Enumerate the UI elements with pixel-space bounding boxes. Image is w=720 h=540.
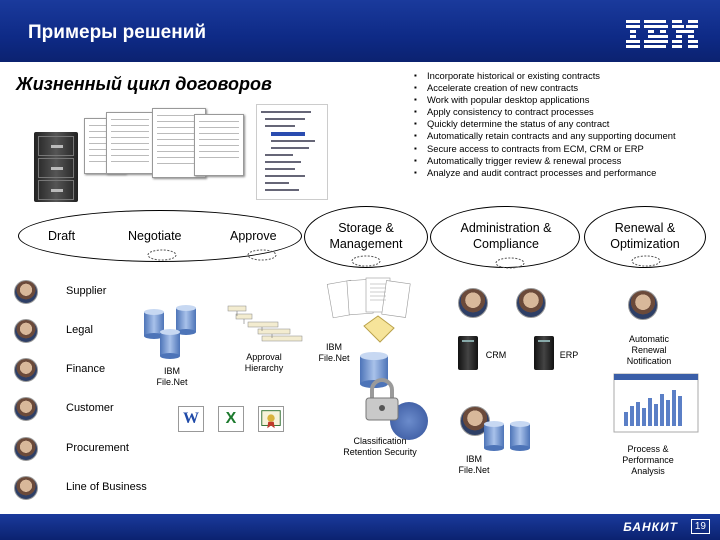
- role-finance: Finance: [14, 358, 144, 382]
- role-procurement: Procurement: [14, 437, 144, 461]
- footer-bar: БАНКИТ 19: [0, 514, 720, 540]
- bullet-item: Automatically trigger review & renewal p…: [414, 155, 714, 167]
- excel-icon: X: [218, 406, 244, 432]
- folder-tree-panel: [256, 104, 328, 200]
- person-avatar-icon: [14, 437, 38, 461]
- bullet-item: Work with popular desktop applications: [414, 94, 714, 106]
- padlock-icon: [365, 378, 399, 421]
- crm-label: CRM: [485, 350, 507, 360]
- cycle-arrows-icon: [247, 249, 277, 261]
- database-icon: [484, 421, 530, 451]
- bullet-item: Quickly determine the status of any cont…: [414, 118, 714, 130]
- ibm-filenet-label: IBM File.Net: [458, 454, 490, 475]
- storage-oval: [304, 206, 428, 268]
- bullet-item: Accelerate creation of new contracts: [414, 82, 714, 94]
- page-title: Примеры решений: [28, 22, 207, 43]
- stage-approve: Approve: [230, 229, 277, 243]
- bullet-item: Apply consistency to contract processes: [414, 106, 714, 118]
- certificate-icon: [258, 406, 284, 432]
- feature-bullet-list: Incorporate historical or existing contr…: [414, 70, 714, 179]
- classification-label: Classification Retention Security: [343, 436, 417, 457]
- footer-brand: БАНКИТ: [623, 520, 678, 534]
- person-avatar-icon: [516, 288, 546, 318]
- approval-hierarchy-diagram: [227, 305, 303, 342]
- section-subtitle: Жизненный цикл договоров: [16, 74, 272, 94]
- stage-negotiate: Negotiate: [128, 229, 182, 243]
- person-avatar-icon: [14, 476, 38, 500]
- server-icon: [458, 336, 478, 370]
- person-avatar-icon: [628, 290, 658, 320]
- header-bar: Примеры решений: [0, 0, 720, 62]
- page-number: 19: [690, 519, 710, 534]
- document-stack-icon: [326, 277, 411, 319]
- process-performance-label: Process & Performance Analysis: [622, 444, 674, 476]
- role-customer: Customer: [14, 397, 144, 421]
- admin-oval: [430, 206, 580, 268]
- role-supplier: Supplier: [14, 280, 144, 304]
- cycle-arrows-icon: [631, 255, 661, 267]
- bullet-item: Analyze and audit contract processes and…: [414, 167, 714, 179]
- person-avatar-icon: [14, 319, 38, 343]
- cycle-arrows-icon: [351, 255, 381, 267]
- bullet-item: Secure access to contracts from ECM, CRM…: [414, 143, 714, 155]
- renewal-oval: [584, 206, 706, 268]
- database-icon: [144, 305, 196, 359]
- stage-draft: Draft: [48, 229, 76, 243]
- cycle-arrows-icon: [147, 249, 177, 261]
- bullet-item: Automatically retain contracts and any s…: [414, 130, 714, 142]
- word-icon: W: [178, 406, 204, 432]
- stage-admin: Administration & Compliance: [460, 221, 552, 251]
- server-icon: [534, 336, 554, 370]
- stage-storage: Storage & Management: [329, 221, 403, 251]
- auto-renewal-label: Automatic Renewal Notification: [626, 334, 672, 366]
- erp-label: ERP: [559, 350, 579, 360]
- bullet-item: Incorporate historical or existing contr…: [414, 70, 714, 82]
- document-thumbnail: [106, 112, 154, 174]
- ibm-filenet-label: IBM File.Net: [318, 342, 350, 363]
- ibm-filenet-label: IBM File.Net: [156, 366, 188, 387]
- stage-renewal: Renewal & Optimization: [610, 221, 680, 251]
- analysis-chart-icon: [613, 373, 699, 433]
- person-avatar-icon: [14, 358, 38, 382]
- drafting-stages-oval: [18, 210, 302, 262]
- approval-hierarchy-label: Approval Hierarchy: [244, 352, 284, 373]
- folder-icon: [363, 315, 395, 343]
- person-avatar-icon: [458, 288, 488, 318]
- file-cabinet-icon: [34, 132, 78, 202]
- ibm-logo: [626, 20, 698, 48]
- cycle-arrows-icon: [495, 257, 525, 269]
- person-avatar-icon: [14, 280, 38, 304]
- person-avatar-icon: [14, 397, 38, 421]
- document-thumbnail: [194, 114, 244, 176]
- role-line-of-business: Line of Business: [14, 476, 147, 500]
- role-legal: Legal: [14, 319, 144, 343]
